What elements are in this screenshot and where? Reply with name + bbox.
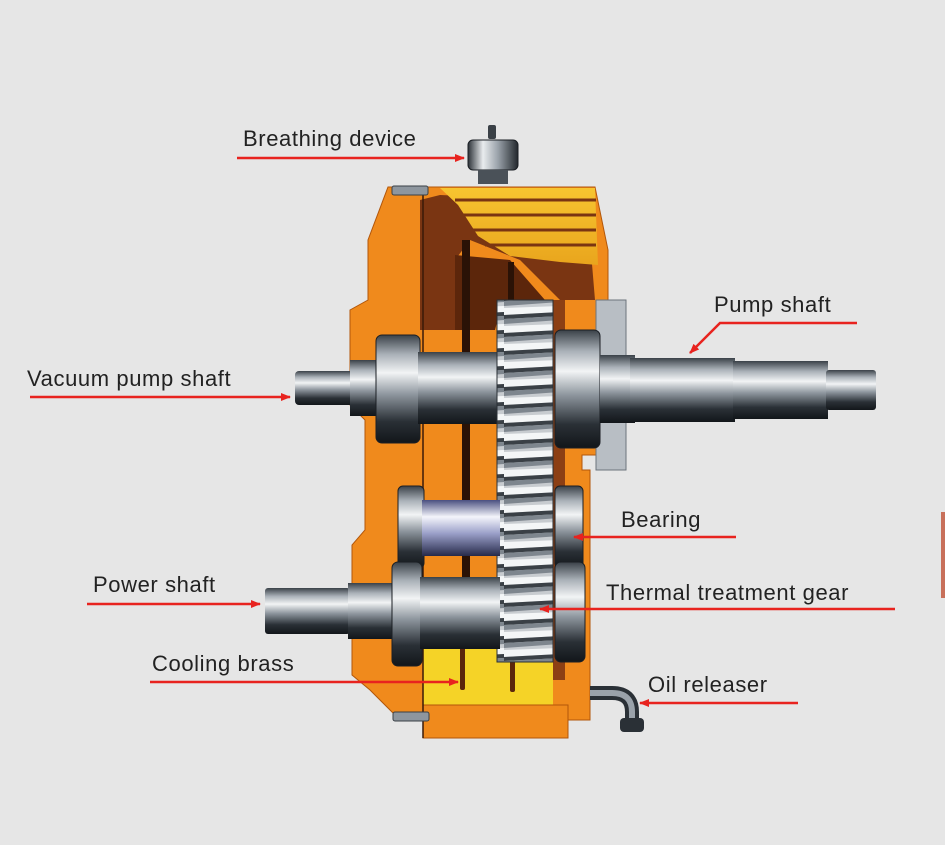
label-cooling-brass: Cooling brass xyxy=(152,651,295,676)
edge-accent-bar xyxy=(941,512,945,598)
label-breathing-device: Breathing device xyxy=(243,126,417,151)
breathing-device xyxy=(467,125,519,184)
cooling-brass-region xyxy=(423,640,553,705)
label-oil-releaser: Oil releaser xyxy=(648,672,768,697)
label-thermal-treatment-gear: Thermal treatment gear xyxy=(606,580,850,605)
label-vacuum-pump-shaft: Vacuum pump shaft xyxy=(27,366,232,391)
arrow-pump-shaft xyxy=(689,321,857,354)
label-bearing: Bearing xyxy=(621,507,702,532)
oil-releaser xyxy=(590,686,644,732)
label-pump-shaft: Pump shaft xyxy=(714,292,832,317)
bearing-shaft xyxy=(397,485,584,569)
upper-shaft xyxy=(295,329,876,449)
cooling-fins-top xyxy=(440,188,598,265)
power-shaft xyxy=(265,561,586,667)
leader-lines xyxy=(30,154,895,707)
thermal-treatment-gear xyxy=(496,299,554,663)
label-power-shaft: Power shaft xyxy=(93,572,216,597)
